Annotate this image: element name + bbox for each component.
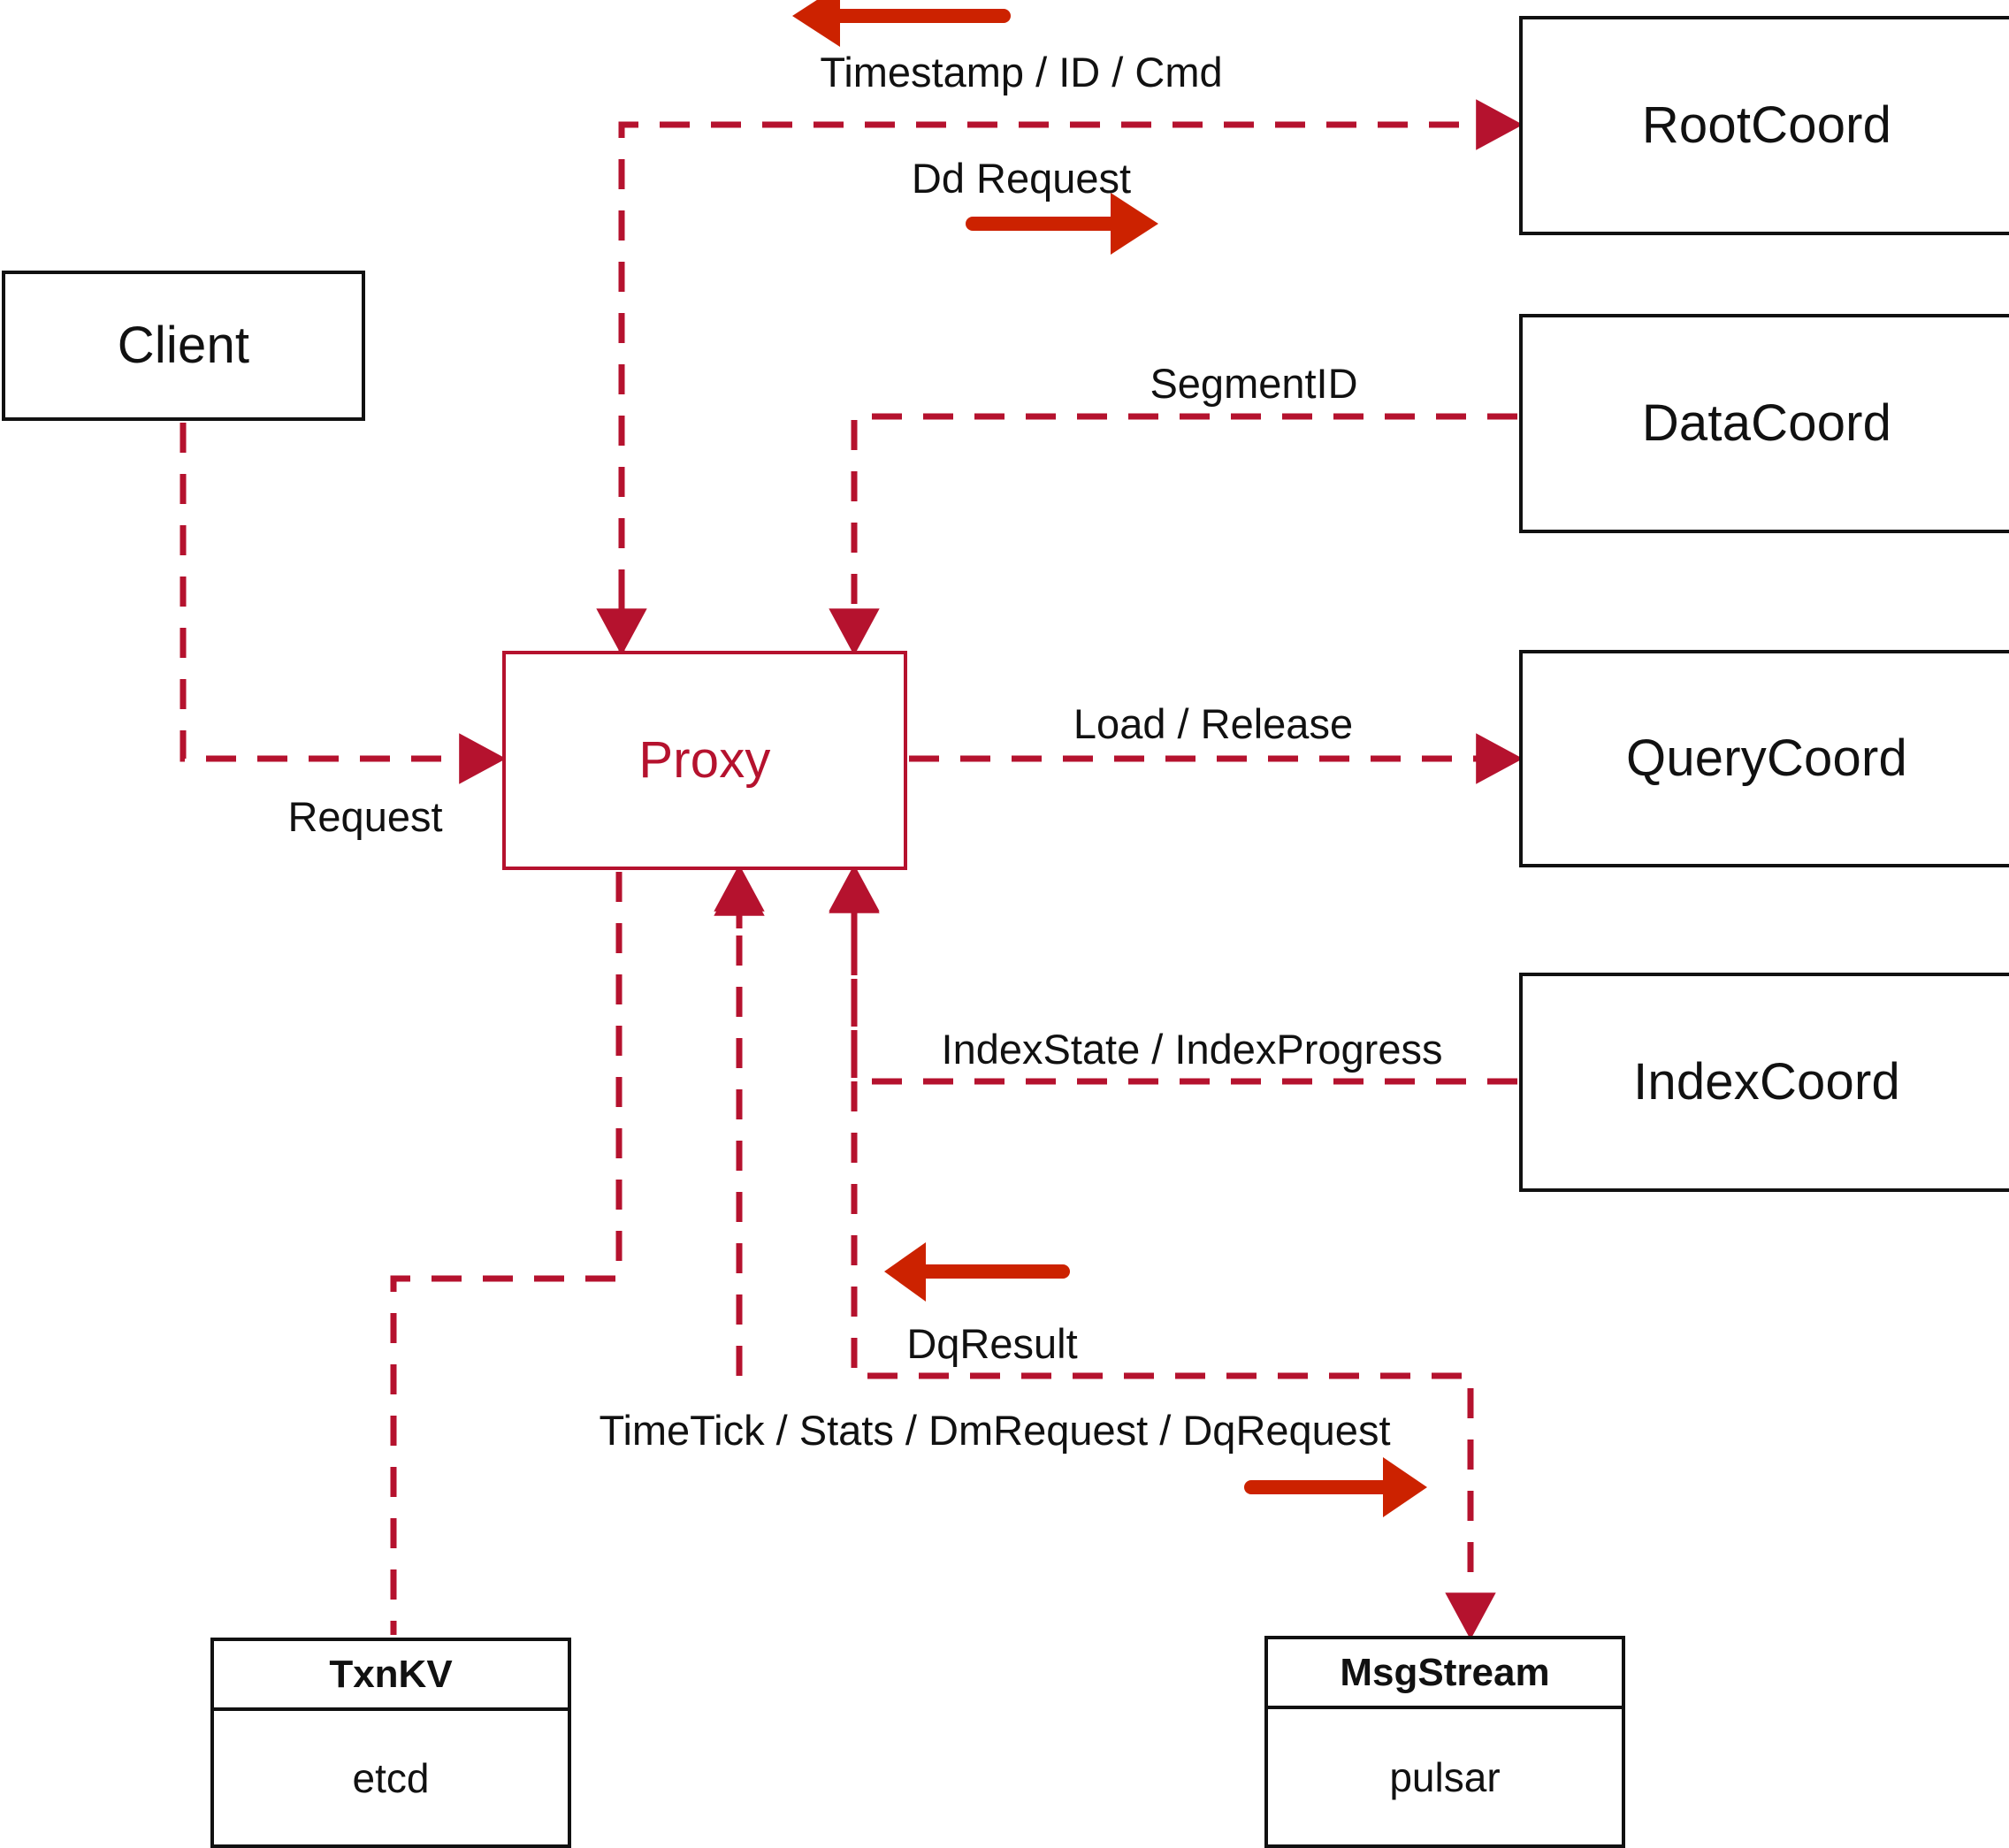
- node-datacoord[interactable]: DataCoord: [1519, 314, 2009, 533]
- store-txnkv-impl: etcd: [352, 1754, 430, 1801]
- store-txnkv-title: TxnKV: [214, 1641, 568, 1711]
- node-indexcoord[interactable]: IndexCoord: [1519, 973, 2009, 1192]
- arrow-right-icon-dd-request: [966, 193, 1158, 255]
- wire-client-proxy: [180, 423, 507, 784]
- wire-proxy-bottom-left-head: [714, 864, 880, 928]
- edge-label-segment-id: SegmentID: [1150, 360, 1358, 407]
- node-proxy[interactable]: Proxy: [502, 651, 907, 870]
- node-rootcoord[interactable]: RootCoord: [1519, 16, 2009, 235]
- node-client-label: Client: [117, 317, 250, 374]
- wire-datacoord-proxy: [829, 413, 1517, 656]
- store-msgstream[interactable]: MsgStream pulsar: [1264, 1636, 1625, 1848]
- wire-proxy-txnkv: [390, 872, 623, 1635]
- arrow-left-icon-dq-result: [884, 1242, 1070, 1302]
- node-querycoord[interactable]: QueryCoord: [1519, 650, 2009, 867]
- edge-label-index-state-progress: IndexState / IndexProgress: [941, 1026, 1443, 1073]
- wire-proxy-rootcoord: [618, 99, 1524, 651]
- store-txnkv[interactable]: TxnKV etcd: [210, 1638, 571, 1848]
- node-datacoord-label: DataCoord: [1641, 394, 1892, 452]
- node-proxy-label: Proxy: [638, 731, 771, 789]
- edge-label-load-release: Load / Release: [1073, 700, 1354, 747]
- arrow-right-icon-timetick: [1244, 1457, 1427, 1517]
- edge-label-timetick-stats: TimeTick / Stats / DmRequest / DqRequest: [599, 1407, 1391, 1454]
- store-msgstream-title: MsgStream: [1268, 1639, 1622, 1709]
- arrow-left-icon-timestamp: [792, 0, 1011, 47]
- node-querycoord-label: QueryCoord: [1626, 729, 1907, 787]
- node-rootcoord-label: RootCoord: [1641, 96, 1892, 154]
- edge-label-request: Request: [287, 793, 443, 840]
- wire-proxy-msgstream: [851, 876, 1496, 1640]
- edge-label-dd-request: Dd Request: [911, 155, 1132, 202]
- edge-label-dq-result: DqResult: [906, 1320, 1078, 1367]
- node-indexcoord-label: IndexCoord: [1633, 1053, 1900, 1111]
- edge-label-timestamp-id-cmd: Timestamp / ID / Cmd: [820, 49, 1223, 95]
- node-client[interactable]: Client: [2, 271, 365, 421]
- store-msgstream-impl: pulsar: [1389, 1753, 1501, 1800]
